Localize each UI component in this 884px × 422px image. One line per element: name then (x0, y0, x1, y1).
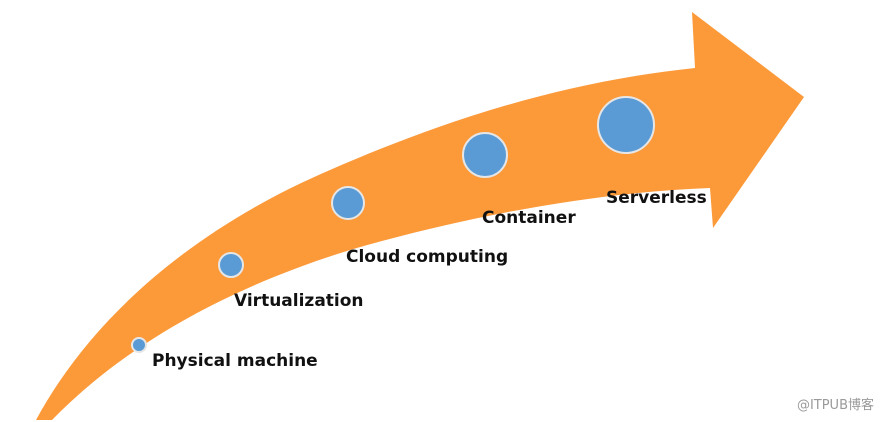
stage-label-physical-machine: Physical machine (152, 351, 318, 371)
stage-node-container (462, 132, 508, 178)
stage-label-serverless: Serverless (606, 188, 707, 208)
stage-label-cloud-computing: Cloud computing (346, 247, 508, 267)
stage-node-virtualization (218, 252, 244, 278)
stage-label-container: Container (482, 208, 576, 228)
watermark: @ITPUB博客 (796, 398, 874, 413)
stage-node-cloud-computing (331, 186, 365, 220)
stage-node-serverless (597, 96, 655, 154)
stage-label-virtualization: Virtualization (234, 291, 364, 311)
stage-node-physical-machine (131, 337, 147, 353)
